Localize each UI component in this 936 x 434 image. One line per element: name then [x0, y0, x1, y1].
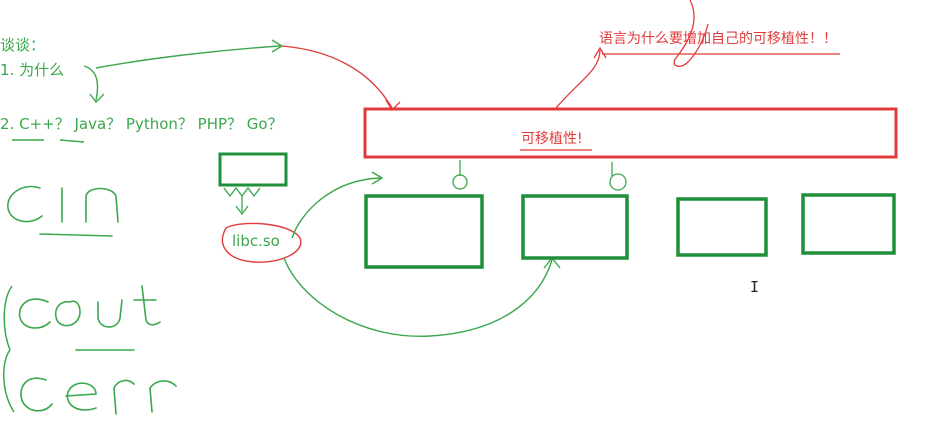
libc-to-box2-curve — [283, 257, 553, 337]
portability-label: 可移植性! — [521, 131, 583, 147]
platform-box-3 — [676, 197, 768, 257]
handwritten-cerr — [20, 377, 177, 415]
libc-label: libc.so — [232, 232, 280, 250]
notes-heading: 谈谈： — [0, 36, 46, 54]
libc-to-box1-arrowhead — [371, 171, 384, 185]
handwritten-cin — [7, 185, 119, 237]
layer-to-question-arrow — [555, 49, 601, 109]
item1-down-arrow — [83, 65, 99, 101]
platform-box-1 — [364, 194, 484, 269]
layer-to-question-arrowhead — [593, 46, 607, 59]
handwritten-cout — [18, 285, 161, 351]
platform-box-4 — [801, 193, 896, 255]
top-squiggle — [673, 0, 709, 68]
connector-1-loop — [452, 174, 468, 190]
small-box-down-arrowhead — [235, 205, 249, 216]
red-curve-to-box — [281, 45, 393, 109]
connector-2-loop — [609, 173, 627, 191]
item1-down-arrowhead — [89, 93, 105, 104]
small-box-zigzag — [223, 186, 261, 198]
notes-item-1: 1. 为什么 — [0, 61, 65, 79]
platform-box-2 — [521, 194, 629, 260]
left-brace — [3, 285, 15, 413]
item2-underline-2 — [59, 139, 85, 143]
small-green-box — [218, 152, 288, 187]
libc-to-box1-arrow — [291, 177, 381, 239]
portability-layer-box — [363, 107, 898, 159]
libc-oval — [221, 222, 302, 263]
notes-item-2: 2. C++？ Java？ Python？ PHP？ Go？ — [0, 115, 283, 133]
why-arrow — [95, 45, 281, 69]
text-cursor-icon: I — [750, 278, 760, 296]
portability-question: 语言为什么要增加自己的可移植性！！ — [599, 31, 837, 47]
